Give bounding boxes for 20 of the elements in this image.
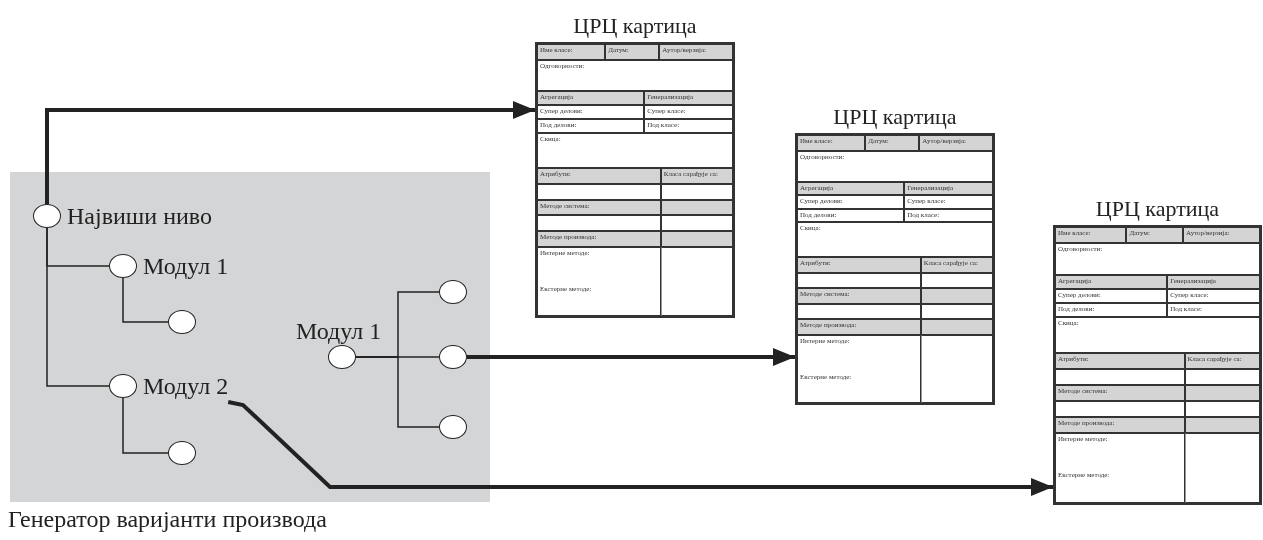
circle-node [439, 345, 467, 369]
arrow [45, 101, 535, 204]
connector-line [355, 356, 440, 428]
node-label: Највиши ниво [67, 202, 212, 230]
arrow [227, 400, 1053, 496]
circle-node [168, 310, 196, 334]
arrow [467, 348, 795, 366]
card-title: ЦРЦ картица [1094, 196, 1221, 221]
circle-node [439, 280, 467, 304]
card-title: ЦРЦ картица [572, 13, 698, 38]
connector-line [46, 227, 110, 387]
node-label: Модул 1 [296, 317, 382, 345]
circle-node [168, 441, 196, 465]
node-label: Модул 2 [143, 372, 229, 400]
connector-line [122, 397, 169, 454]
panel-heading: Генератор варијанти производа [8, 506, 327, 533]
node-label: Модул 1 [143, 252, 229, 280]
circle-node [439, 415, 467, 439]
card-title: ЦРЦ картица [832, 104, 958, 129]
connector-line [122, 277, 169, 323]
